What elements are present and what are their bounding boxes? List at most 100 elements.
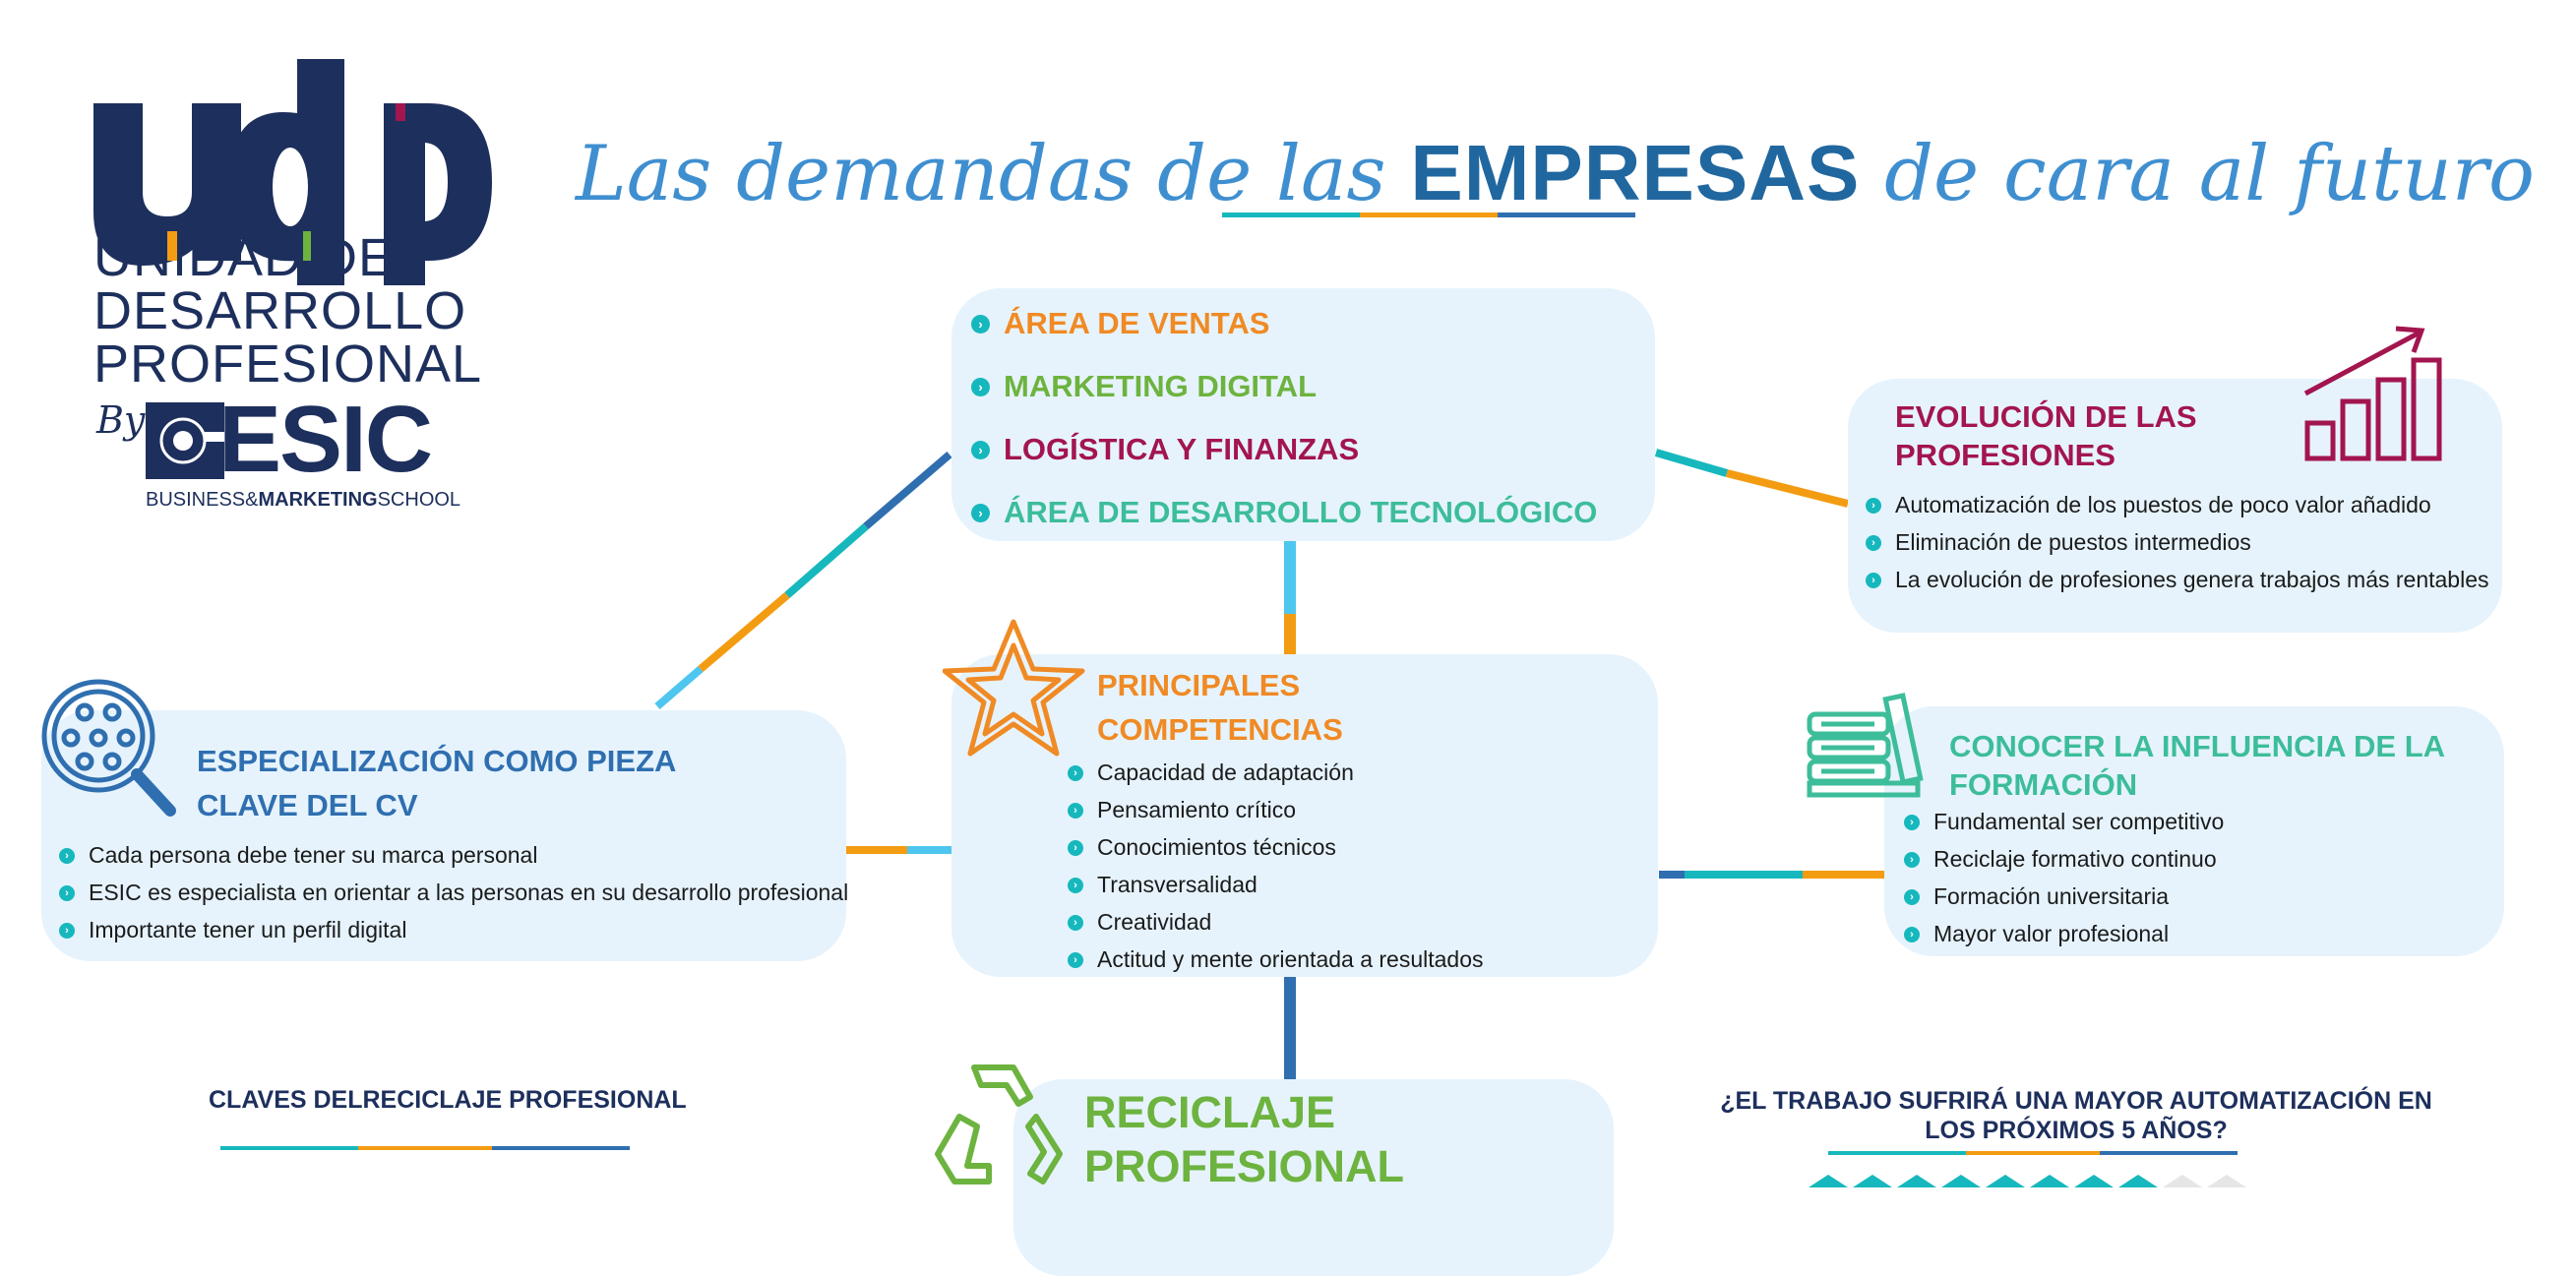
list-item: › Automatización de los puestos de poco v… [1866, 492, 2489, 518]
list-item-text: Fundamental ser competitivo [1933, 809, 2225, 834]
list-item: ›Cada persona debe tener su marca person… [59, 842, 848, 869]
formacion-list: › Fundamental ser competitivo › Reciclaje … [1904, 809, 2224, 958]
automatizacion-title-line2: LOS PRÓXIMOS 5 AÑOS? [1925, 1117, 2228, 1144]
title-before: Las demandas de las [576, 130, 1386, 218]
chevron-bullet-icon: › [1068, 877, 1083, 893]
esic-seal-icon [146, 402, 224, 479]
competencias-list: › Capacidad de adaptación › Pensamiento cr… [1068, 760, 1484, 984]
chevron-bullet-icon: › [1068, 839, 1083, 856]
formacion-title-line2: FORMACIÓN [1949, 766, 2138, 802]
chevron-bullet-icon: › [971, 314, 990, 334]
list-item-text: Conocimientos técnicos [1097, 834, 1336, 860]
list-item-text: Cada persona debe tener su marca persona… [89, 842, 538, 868]
list-item: ›Mayor valor profesional [1904, 921, 2224, 947]
areas-list: ›ÁREA DE VENTAS ›MARKETING DIGITAL ›LOGÍ… [971, 306, 1597, 558]
especializacion-title: ESPECIALIZACIÓN COMO PIEZA CLAVE DEL CV [197, 740, 676, 828]
claves-underline [220, 1146, 630, 1150]
chevron-bullet-icon: › [1068, 802, 1083, 819]
star-icon [943, 619, 1085, 757]
growth-chart-icon [2303, 326, 2442, 461]
claves-title: CLAVES DELRECICLAJE PROFESIONAL [209, 1086, 687, 1114]
automatizacion-title-line1: ¿EL TRABAJO SUFRIRÁ UNA MAYOR AUTOMATIZA… [1720, 1087, 2432, 1115]
chevron-bullet-icon: › [1068, 914, 1083, 931]
area-label: LOGÍSTICA Y FINANZAS [1004, 432, 1360, 466]
list-item-text: ESIC es especialista en orientar a las p… [89, 880, 849, 905]
chevron-bullet-icon: › [59, 922, 75, 939]
list-item-text: Transversalidad [1097, 872, 1257, 897]
chevron-bullet-icon: › [1904, 814, 1920, 830]
page-title: Las demandas de las EMPRESAS de cara al … [576, 128, 2535, 236]
areas-box: ›ÁREA DE VENTAS ›MARKETING DIGITAL ›LOGÍ… [951, 288, 1655, 541]
connector-lines [654, 449, 1884, 1079]
esic-logo: ESIC [146, 393, 500, 489]
chevron-bullet-icon: › [1068, 764, 1083, 781]
list-item: › Transversalidad [1068, 872, 1484, 898]
list-item-text: Importante tener un perfil digital [89, 917, 407, 942]
logo-line-1: UNIDAD DE [93, 228, 396, 287]
list-item: ›Actitud y mente orientada a resultados [1068, 946, 1484, 973]
list-item: › Importante tener un perfil digital [59, 917, 848, 943]
automatizacion-title: ¿EL TRABAJO SUFRIRÁ UNA MAYOR AUTOMATIZA… [1668, 1086, 2484, 1145]
list-item-text: Eliminación de puestos intermedios [1895, 529, 2251, 555]
evolucion-title-line1: EVOLUCIÓN DE LAS [1895, 399, 2197, 434]
title-highlight: EMPRESAS [1410, 129, 1861, 216]
list-item-text: Mayor valor profesional [1933, 921, 2170, 946]
especializacion-title-line2: CLAVE DEL CV [197, 787, 418, 822]
especializacion-title-line1: ESPECIALIZACIÓN COMO PIEZA [197, 744, 677, 778]
formacion-box: CONOCER LA INFLUENCIA DE LA FORMACIÓN ›F… [1884, 706, 2504, 956]
area-item: ›LOGÍSTICA Y FINANZAS [971, 432, 1597, 467]
list-item-text: Reciclaje formativo continuo [1933, 846, 2217, 872]
people-search-icon [41, 679, 176, 817]
competencias-title-line2: COMPETENCIAS [1097, 711, 1343, 747]
list-item: › Reciclaje formativo continuo [1904, 846, 2224, 873]
competencias-box: PRINCIPALES COMPETENCIAS › Capacidad de a… [951, 654, 1658, 977]
list-item: › Fundamental ser competitivo [1904, 809, 2224, 835]
chevron-bullet-icon: › [1866, 534, 1881, 551]
chevron-bullet-icon: › [971, 503, 990, 522]
logo-mark [93, 59, 492, 285]
list-item: › ESIC es especialista en orientar a las … [59, 880, 848, 906]
list-item-text: Creatividad [1097, 909, 1212, 935]
school-prefix: BUSINESS& [146, 489, 259, 511]
logo: UNIDAD DE DESARROLLO PROFESIONAL By ESIC… [89, 54, 502, 516]
automatizacion-underline [1828, 1151, 2238, 1155]
list-item: › Conocimientos técnicos [1068, 834, 1484, 861]
esic-brand: ESIC [218, 387, 433, 492]
competencias-title: PRINCIPALES COMPETENCIAS [1097, 664, 1343, 753]
evolucion-title-line2: PROFESIONES [1895, 437, 2116, 472]
list-item: › Creatividad [1068, 909, 1484, 936]
list-item: › Capacidad de adaptación [1068, 760, 1484, 786]
area-item: ›ÁREA DE DESARROLLO TECNOLÓGICO [971, 495, 1597, 530]
formacion-title: CONOCER LA INFLUENCIA DE LA FORMACIÓN [1949, 728, 2445, 805]
reciclaje-title-line1: RECICLAJE [1084, 1087, 1336, 1137]
area-label: MARKETING DIGITAL [1004, 369, 1318, 403]
list-item-text: Automatización de los puestos de poco va… [1895, 492, 2431, 517]
reciclaje-box: RECICLAJE PROFESIONAL [1013, 1079, 1614, 1276]
especializacion-list: › Cada persona debe tener su marca person… [59, 842, 848, 954]
chevron-bullet-icon: › [1866, 497, 1881, 514]
logo-text: UNIDAD DE DESARROLLO PROFESIONAL [93, 231, 497, 391]
people-pictogram-icon [1809, 1175, 2246, 1187]
chevron-bullet-icon: › [1904, 851, 1920, 868]
list-item: ›Formación universitaria [1904, 883, 2224, 910]
list-item: ›La evolución de profesiones genera trab… [1866, 567, 2489, 593]
list-item-text: Pensamiento crítico [1097, 797, 1296, 822]
chevron-bullet-icon: › [1904, 888, 1920, 905]
school-line: BUSINESS&MARKETINGSCHOOL [146, 489, 460, 512]
formacion-title-line1: CONOCER LA INFLUENCIA DE LA [1949, 729, 2446, 763]
chevron-bullet-icon: › [1068, 951, 1083, 968]
evolucion-box: EVOLUCIÓN DE LAS PROFESIONES › Automatiza… [1848, 379, 2502, 633]
competencias-title-line1: PRINCIPALES [1097, 668, 1301, 702]
list-item: › Pensamiento crítico [1068, 797, 1484, 823]
title-underline [1222, 213, 1635, 217]
reciclaje-title: RECICLAJE PROFESIONAL [1084, 1085, 1404, 1194]
list-item-text: Capacidad de adaptación [1097, 760, 1354, 785]
title-after: de cara al futuro [1884, 130, 2535, 218]
chevron-bullet-icon: › [59, 884, 75, 901]
recycle-icon [935, 1064, 1063, 1185]
school-bold: MARKETING [258, 489, 378, 511]
logo-by: By [96, 398, 146, 442]
list-item: › Eliminación de puestos intermedios [1866, 529, 2489, 556]
school-suffix: SCHOOL [377, 489, 461, 511]
area-item: ›MARKETING DIGITAL [971, 369, 1597, 404]
